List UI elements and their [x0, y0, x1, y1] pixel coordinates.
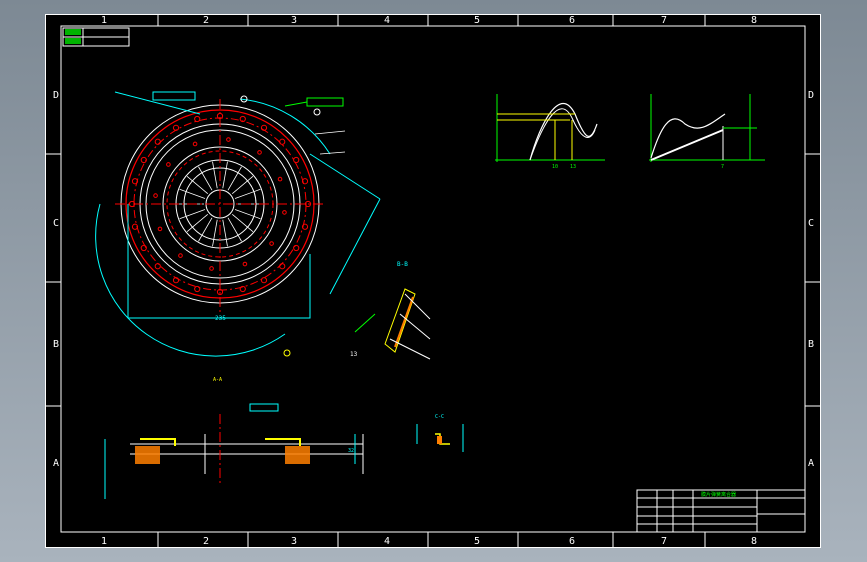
- row-label-right-C: C: [808, 218, 814, 229]
- col-label-bottom-5: 5: [474, 536, 480, 547]
- col-label-bottom-3: 3: [291, 536, 297, 547]
- bolt-hole: [172, 124, 180, 131]
- col-label-top-6: 6: [569, 15, 575, 26]
- bolt-hole: [279, 263, 286, 270]
- bolt-hole: [293, 156, 300, 164]
- bolt-hole: [301, 178, 309, 185]
- bolt-hole: [140, 156, 147, 164]
- col-label-top-1: 1: [101, 15, 107, 26]
- characteristic-graph-1[interactable]: 10 13: [495, 94, 605, 170]
- col-label-bottom-7: 7: [661, 536, 667, 547]
- bolt-hole: [194, 115, 201, 123]
- outer-frame: [45, 14, 821, 548]
- col-label-top-7: 7: [661, 15, 667, 26]
- revision-box: [62, 27, 130, 47]
- graph1-tick-10: 10: [552, 164, 558, 170]
- bolt-hole: [131, 178, 139, 185]
- diaphragm-finger: [212, 219, 218, 247]
- bolt-hole: [194, 285, 201, 293]
- rivet-hole: [178, 253, 183, 258]
- rivet-hole: [157, 226, 163, 232]
- diaphragm-finger: [234, 188, 261, 199]
- row-label-left-B: B: [53, 339, 59, 350]
- rivet-hole: [269, 241, 274, 246]
- col-label-bottom-4: 4: [384, 536, 390, 547]
- title-block-title: 膜片弹簧离合器: [701, 491, 736, 498]
- diaphragm-finger: [179, 188, 206, 199]
- view-aa-label: A-A: [213, 377, 222, 383]
- bolt-hole: [216, 288, 224, 296]
- bolt-hole: [140, 244, 147, 252]
- col-label-bottom-1: 1: [101, 536, 107, 547]
- rivet-hole: [257, 150, 262, 155]
- graph1-tick-13: 13: [570, 164, 576, 170]
- bolt-hole: [301, 223, 309, 230]
- diaphragm-finger: [186, 176, 209, 195]
- col-label-bottom-2: 2: [203, 536, 209, 547]
- rivet-hole: [153, 193, 158, 198]
- row-label-right-B: B: [808, 339, 814, 350]
- bolt-hole: [154, 263, 161, 270]
- rivet-hole: [209, 266, 214, 271]
- bolt-hole: [260, 124, 268, 131]
- drawing-canvas[interactable]: 1 2 3 4 5 6 7 8 1 2 3 4 5 6 7 8 D C B A …: [45, 14, 821, 548]
- drawing-sheet: 1 2 3 4 5 6 7 8 1 2 3 4 5 6 7 8 D C B A …: [45, 14, 821, 548]
- bolt-hole: [154, 138, 161, 145]
- bolt-hole: [131, 223, 139, 230]
- row-label-right-D: D: [808, 90, 814, 101]
- row-label-left-D: D: [53, 90, 59, 101]
- bolt-hole: [260, 277, 268, 284]
- diaphragm-finger: [227, 166, 242, 191]
- diaphragm-finger: [212, 161, 218, 189]
- rivet-hole: [242, 261, 248, 267]
- section-cc-label: C-C: [435, 414, 444, 420]
- column-labels: 1 2 3 4 5 6 7 8 1 2 3 4 5 6 7 8: [101, 15, 757, 547]
- diaphragm-finger: [222, 219, 228, 247]
- section-a-a[interactable]: A-A 32: [104, 377, 364, 499]
- bolt-hole: [172, 277, 180, 284]
- diaphragm-finger: [234, 209, 261, 220]
- col-label-bottom-6: 6: [569, 536, 575, 547]
- rivet-hole: [192, 141, 198, 147]
- dim-13-label: 13: [350, 351, 358, 358]
- zone-ticks: [45, 14, 821, 548]
- section-c-c[interactable]: C-C: [416, 414, 464, 452]
- inner-frame: [60, 25, 806, 533]
- diaphragm-finger: [186, 213, 209, 232]
- diaphragm-finger: [198, 166, 213, 191]
- col-label-top-3: 3: [291, 15, 297, 26]
- diaphragm-finger: [198, 217, 213, 242]
- section-bb-label: B-B: [397, 261, 408, 268]
- col-label-top-4: 4: [384, 15, 390, 26]
- bolt-hole: [279, 138, 286, 145]
- diaphragm-finger: [179, 209, 206, 220]
- clutch-front-view[interactable]: 235: [95, 91, 381, 357]
- bolt-hole: [304, 200, 312, 208]
- col-label-bottom-8: 8: [751, 536, 757, 547]
- col-label-top-2: 2: [203, 15, 209, 26]
- diaphragm-finger: [227, 217, 242, 242]
- diaphragm-finger: [222, 161, 228, 189]
- rivet-hole: [166, 162, 171, 167]
- dim-235-label: 235: [215, 315, 226, 322]
- bolt-hole: [293, 244, 300, 252]
- graph2-tick-7: 7: [721, 164, 724, 170]
- bolt-hole: [239, 115, 246, 123]
- row-label-left-A: A: [53, 458, 59, 469]
- rivet-hole: [282, 210, 287, 215]
- row-labels: D C B A D C B A: [53, 90, 814, 469]
- characteristic-graph-2[interactable]: 7: [649, 94, 765, 170]
- diaphragm-finger: [231, 213, 254, 232]
- title-block[interactable]: 膜片弹簧离合器: [636, 489, 806, 533]
- section-b-b[interactable]: B-B 13: [350, 261, 431, 360]
- col-label-top-5: 5: [474, 15, 480, 26]
- col-label-top-8: 8: [751, 15, 757, 26]
- diaphragm-finger: [231, 176, 254, 195]
- rivet-hole: [277, 176, 283, 182]
- bolt-hole: [239, 285, 246, 293]
- row-label-right-A: A: [808, 458, 814, 469]
- rivet-hole: [226, 137, 231, 142]
- aa-dim-32: 32: [348, 448, 354, 454]
- row-label-left-C: C: [53, 218, 59, 229]
